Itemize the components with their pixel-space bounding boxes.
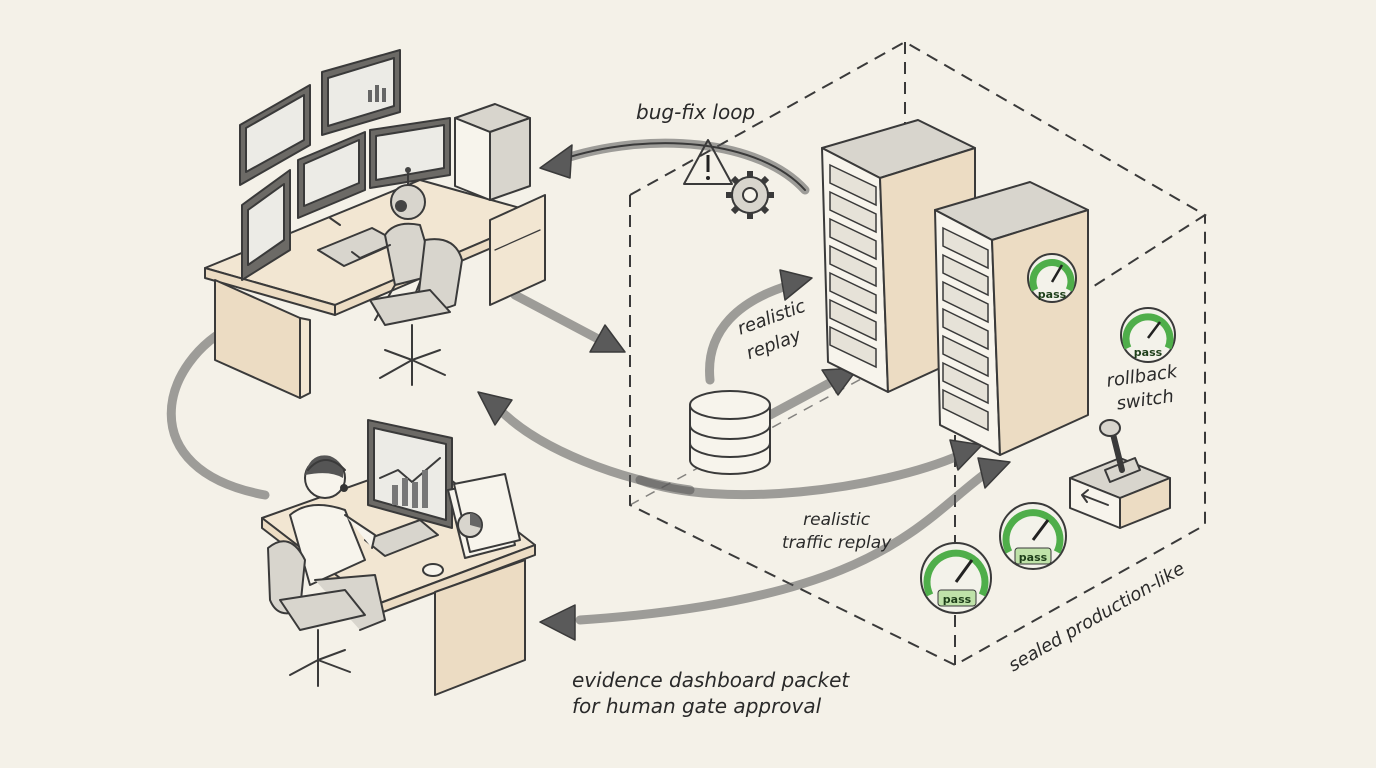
arrow-bug-fix-loop (539, 138, 810, 195)
gear-icon (726, 171, 774, 219)
gauge-on-rack: pass (1027, 253, 1077, 303)
label-bug-fix-loop: bug-fix loop (636, 100, 756, 124)
gauge-bottom-left: pass (920, 542, 992, 614)
arrow-db-to-rack (765, 367, 859, 420)
gauge-label: pass (1019, 551, 1048, 564)
gauge-label: pass (943, 593, 972, 606)
gauge-bottom-right: pass (999, 502, 1067, 570)
arrow-traffic-replay (635, 439, 983, 500)
server-rack-2 (934, 181, 1089, 456)
database-icon (689, 390, 771, 475)
rollback-lever-icon (1069, 419, 1171, 529)
label-traffic-replay: realistic traffic replay (782, 510, 892, 553)
gauge-label: pass (1038, 288, 1067, 301)
robot-workstation (204, 49, 546, 399)
robot-icon (351, 167, 436, 321)
human-workstation (261, 419, 536, 696)
arrow-replay-up (705, 269, 813, 385)
warning-icon (683, 139, 733, 185)
gauge-label: pass (1134, 346, 1163, 359)
arrow-desk-to-sealed (510, 290, 626, 353)
label-evidence-packet: evidence dashboard packet for human gate… (572, 668, 850, 718)
arrow-to-robot-desk (477, 391, 695, 495)
gauge-right: pass (1120, 307, 1176, 363)
arrow-evidence (539, 457, 1011, 641)
label-rollback-switch: rollback switch (1105, 361, 1179, 415)
